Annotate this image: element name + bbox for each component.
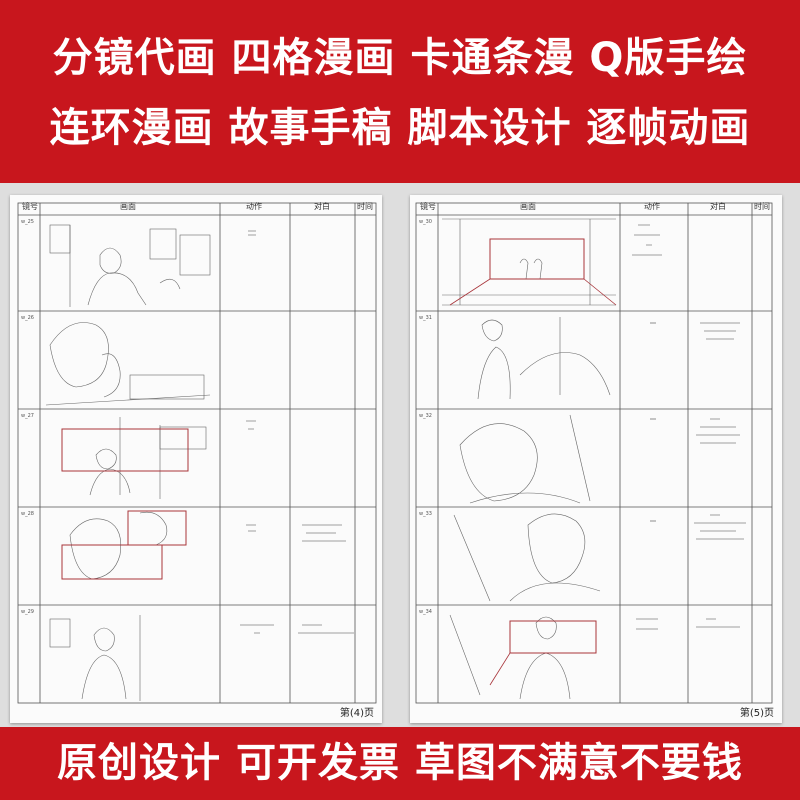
- header-picture: 画面: [120, 202, 136, 211]
- storyboard-sheet-right: w_30 w_31 w_32 w_33 w_34 镜号 画面 动作 对白 时间 …: [410, 195, 782, 723]
- svg-text:w_26: w_26: [21, 315, 34, 321]
- header-dialogue-right: 对白: [710, 202, 726, 211]
- storyboard-grid-left: w_25 w_26 w_27 w_28 w_29: [17, 202, 377, 704]
- top-banner-line-1: 分镜代画 四格漫画 卡通条漫 Q版手绘: [52, 35, 748, 81]
- svg-text:w_25: w_25: [21, 219, 34, 225]
- page-number-right: 第(5)页: [739, 708, 774, 719]
- page-number-left: 第(4)页: [339, 708, 374, 719]
- storyboard-sheet-left: w_25 w_26 w_27 w_28 w_29 镜号 画面 动作 对白 时间 …: [10, 195, 382, 723]
- storyboard-showcase: w_25 w_26 w_27 w_28 w_29 镜号 画面 动作 对白 时间 …: [0, 183, 800, 727]
- storyboard-grid-right: w_30 w_31 w_32 w_33 w_34: [415, 202, 773, 704]
- header-time-right: 时间: [754, 202, 770, 211]
- header-action-right: 动作: [644, 202, 660, 211]
- svg-text:w_31: w_31: [419, 315, 432, 321]
- svg-text:w_28: w_28: [21, 511, 34, 517]
- header-shot-right: 镜号: [420, 202, 436, 211]
- svg-text:w_32: w_32: [419, 413, 432, 419]
- header-shot: 镜号: [22, 202, 38, 211]
- svg-text:w_34: w_34: [419, 609, 432, 615]
- bottom-banner-line-1: 原创设计 可开发票 草图不满意不要钱: [57, 740, 743, 786]
- svg-text:w_33: w_33: [419, 511, 432, 517]
- svg-text:w_27: w_27: [21, 413, 34, 419]
- svg-text:w_29: w_29: [21, 609, 34, 615]
- header-dialogue: 对白: [314, 202, 330, 211]
- header-picture-right: 画面: [520, 202, 536, 211]
- svg-text:w_30: w_30: [419, 219, 432, 225]
- header-action: 动作: [246, 202, 262, 211]
- top-banner-line-2: 连环漫画 故事手稿 脚本设计 逐帧动画: [49, 105, 751, 151]
- bottom-banner: 原创设计 可开发票 草图不满意不要钱: [0, 727, 800, 800]
- header-time: 时间: [357, 202, 373, 211]
- top-banner: 分镜代画 四格漫画 卡通条漫 Q版手绘 连环漫画 故事手稿 脚本设计 逐帧动画: [0, 0, 800, 183]
